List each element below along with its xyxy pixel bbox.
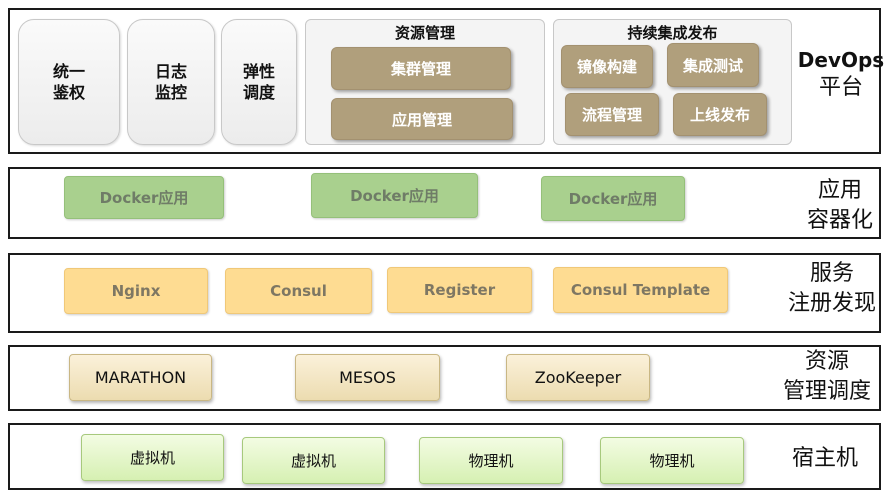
mesos-button[interactable]: MESOS xyxy=(295,354,440,401)
process-management-button[interactable]: 流程管理 xyxy=(565,93,659,136)
docker-app-button-3[interactable]: Docker应用 xyxy=(541,176,685,221)
virtual-machine-button-2[interactable]: 虚拟机 xyxy=(242,437,385,484)
devops-label-zh: 平台 xyxy=(818,75,863,100)
ci-cd-title: 持续集成发布 xyxy=(627,24,718,42)
service-side-label: 服务 注册发现 xyxy=(787,261,876,316)
physical-machine-button-2[interactable]: 物理机 xyxy=(600,437,744,484)
elastic-scheduling-box[interactable]: 弹性 调度 xyxy=(221,19,297,145)
physical-machine-button-1[interactable]: 物理机 xyxy=(419,437,563,484)
docker-app-button-1[interactable]: Docker应用 xyxy=(64,176,224,219)
nginx-button[interactable]: Nginx xyxy=(64,268,208,314)
unified-auth-box[interactable]: 统一 鉴权 xyxy=(18,19,120,145)
devops-label-en: DevOps xyxy=(797,48,885,72)
scheduling-side-label: 资源 管理调度 xyxy=(782,349,871,404)
cluster-management-button[interactable]: 集群管理 xyxy=(331,47,511,90)
resource-management-title: 资源管理 xyxy=(394,24,455,42)
docker-app-button-2[interactable]: Docker应用 xyxy=(311,173,478,218)
app-management-button[interactable]: 应用管理 xyxy=(331,98,513,140)
devops-side-label: DevOps 平台 xyxy=(796,46,886,102)
log-monitor-box[interactable]: 日志 监控 xyxy=(127,19,215,145)
marathon-button[interactable]: MARATHON xyxy=(69,354,212,401)
container-side-label: 应用 容器化 xyxy=(806,178,873,233)
virtual-machine-button-1[interactable]: 虚拟机 xyxy=(81,434,224,481)
integration-test-button[interactable]: 集成测试 xyxy=(667,43,759,87)
consul-template-button[interactable]: Consul Template xyxy=(553,267,728,313)
consul-button[interactable]: Consul xyxy=(225,268,372,314)
image-build-button[interactable]: 镜像构建 xyxy=(561,45,653,88)
host-side-label: 宿主机 xyxy=(791,446,858,471)
release-button[interactable]: 上线发布 xyxy=(673,93,767,136)
zookeeper-button[interactable]: ZooKeeper xyxy=(506,354,650,401)
register-button[interactable]: Register xyxy=(387,267,532,313)
